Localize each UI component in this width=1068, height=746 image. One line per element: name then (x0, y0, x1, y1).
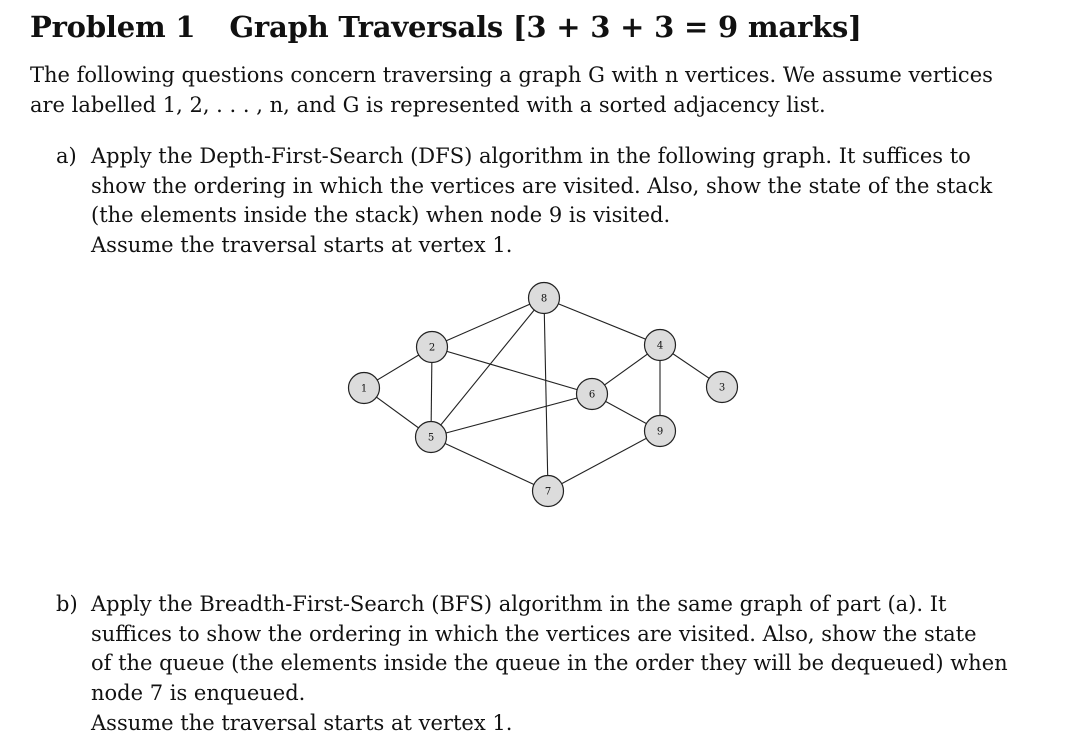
part-b-line: Apply the Breadth-First-Search (BFS) alg… (91, 592, 947, 616)
node-3 (705, 370, 739, 404)
node-label-2: 2 (429, 343, 435, 354)
graph-edges (363, 297, 723, 492)
edge-5-8 (430, 297, 545, 438)
node-8 (527, 281, 561, 315)
node-9 (643, 414, 677, 448)
node-7 (531, 474, 565, 508)
part-b-line: Assume the traversal starts at vertex 1. (91, 710, 513, 735)
part-a: a) Apply the Depth-First-Search (DFS) al… (56, 142, 996, 261)
part-a-marker: a) (56, 144, 77, 168)
node-2 (415, 330, 449, 364)
graph-nodes: 1 2 3 4 5 6 7 8 9 (347, 281, 739, 508)
part-b: b) Apply the Breadth-First-Search (BFS) … (56, 590, 1008, 739)
part-a-text: Apply the Depth-First-Search (DFS) algor… (91, 142, 996, 261)
edge-2-6 (431, 346, 593, 395)
edge-8-7 (543, 297, 549, 492)
problem-number: Problem 1 (30, 10, 196, 44)
node-label-3: 3 (719, 383, 725, 394)
part-a-line: Assume the traversal starts at vertex 1. (91, 233, 513, 258)
node-1 (347, 371, 381, 405)
edge-2-8 (431, 297, 545, 348)
part-b-text: Apply the Breadth-First-Search (BFS) alg… (91, 590, 1008, 739)
node-label-7: 7 (545, 487, 551, 498)
node-label-8: 8 (541, 294, 547, 305)
problem-heading: Problem 1 Graph Traversals [3 + 3 + 3 = 9… (30, 10, 862, 44)
part-a-line: (the elements inside the stack) when nod… (91, 203, 671, 228)
node-5 (414, 420, 448, 454)
node-4 (643, 328, 677, 362)
edge-5-6 (430, 393, 593, 438)
intro-line: The following questions concern traversi… (30, 63, 993, 87)
edge-5-7 (430, 436, 549, 492)
node-label-1: 1 (361, 384, 367, 395)
part-b-line: of the queue (the elements inside the qu… (91, 651, 1008, 676)
part-b-line: suffices to show the ordering in which t… (91, 621, 977, 646)
edge-9-7 (547, 430, 661, 492)
problem-title: Graph Traversals [3 + 3 + 3 = 9 marks] (229, 10, 862, 44)
part-a-line: show the ordering in which the vertices … (91, 173, 993, 198)
node-label-5: 5 (428, 433, 434, 444)
part-b-marker: b) (56, 592, 78, 616)
edge-8-4 (543, 297, 661, 346)
part-a-line: Apply the Depth-First-Search (DFS) algor… (91, 144, 971, 168)
node-label-9: 9 (657, 427, 663, 438)
node-label-6: 6 (589, 390, 595, 401)
node-6 (575, 377, 609, 411)
intro-line: are labelled 1, 2, . . . , n, and G is r… (30, 93, 826, 117)
intro-paragraph: The following questions concern traversi… (30, 60, 995, 120)
part-b-line: node 7 is enqueued. (91, 681, 306, 706)
node-label-4: 4 (657, 341, 663, 352)
